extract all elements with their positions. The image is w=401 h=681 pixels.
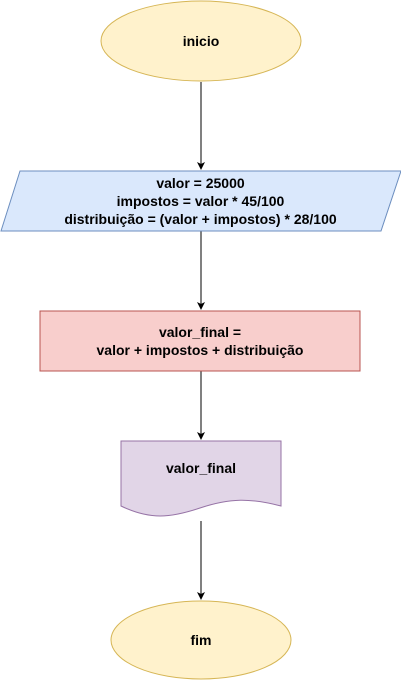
process-rectangle[interactable] [39, 310, 361, 372]
end-terminator[interactable] [110, 600, 292, 680]
input-line-valor: valor = 25000 [156, 175, 245, 191]
start-label: inicio [101, 1, 301, 81]
end-label: fim [111, 601, 291, 679]
process-line-1: valor_final = [158, 324, 242, 340]
input-line-distribuicao: distribuição = (valor + impostos) * 28/1… [64, 211, 337, 227]
end-text: fim [190, 632, 212, 648]
input-parallelogram[interactable] [0, 170, 401, 232]
process-line-2: valor + impostos + distribuição [96, 342, 304, 358]
start-text: inicio [182, 33, 220, 49]
output-document[interactable] [120, 440, 282, 517]
process-label: valor_final = valor + impostos + distrib… [40, 311, 360, 371]
output-label: valor_final [121, 448, 281, 488]
start-terminator[interactable] [100, 0, 302, 82]
input-label: valor = 25000 impostos = valor * 45/100 … [20, 171, 381, 231]
input-line-impostos: impostos = valor * 45/100 [116, 193, 285, 209]
output-text: valor_final [165, 460, 237, 476]
